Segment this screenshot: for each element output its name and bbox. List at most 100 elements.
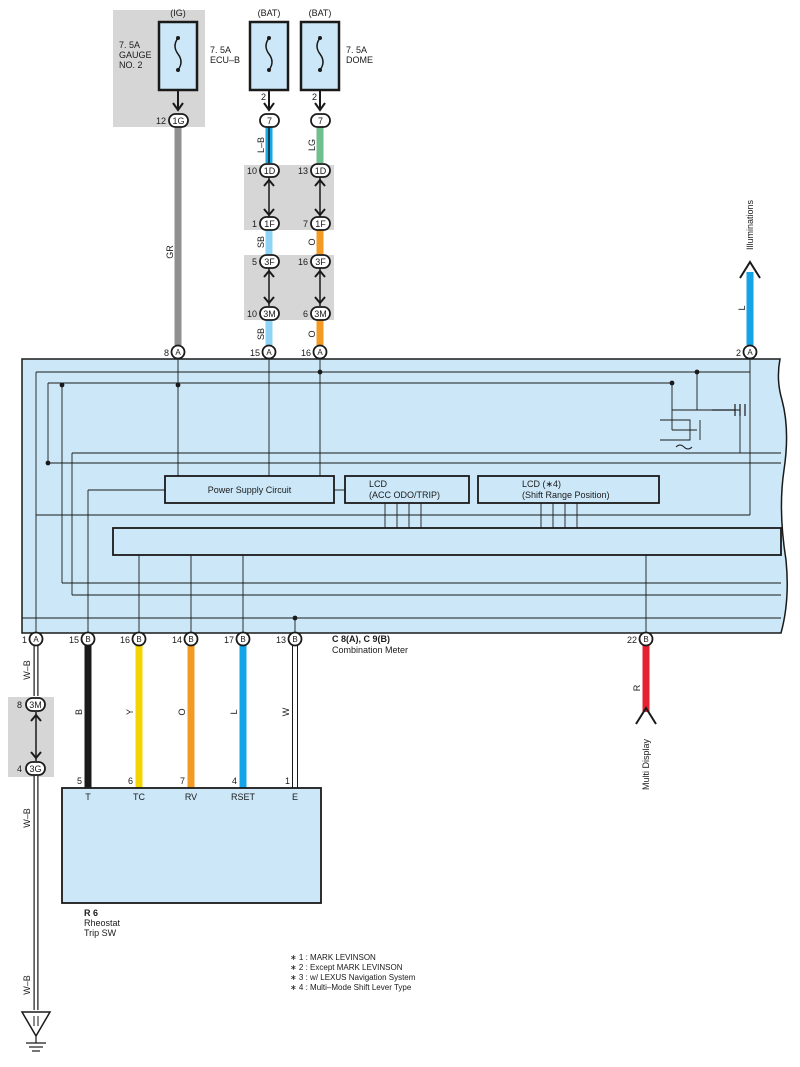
rheostat-pin-e: 1 <box>285 776 290 786</box>
connector-1g-label: 1G <box>172 116 184 126</box>
svg-text:3M: 3M <box>29 700 42 710</box>
svg-text:B: B <box>85 635 90 644</box>
note-4: ∗ 4 : Multi–Mode Shift Lever Type <box>290 983 412 992</box>
wire-label-wb-3: W–B <box>22 975 32 995</box>
multi-display-label: Multi Display <box>641 738 651 790</box>
meter-internal-wiring <box>22 359 781 633</box>
wire-label-w: W <box>281 707 291 716</box>
lcd-shift-range-label-1: LCD (∗4) <box>522 479 561 489</box>
rheostat-pin-rv: 7 <box>180 776 185 786</box>
connector-3g-low <box>25 761 46 776</box>
wire-label-o-2: O <box>307 330 317 337</box>
multi-display-arrow-icon <box>635 706 657 725</box>
meter-pin-b16-number: 16 <box>120 635 130 645</box>
svg-text:A: A <box>317 348 323 357</box>
wire-label-o-1: O <box>307 238 317 245</box>
fuse-gauge-rating: 7. 5A <box>119 40 140 50</box>
svg-text:B: B <box>188 635 193 644</box>
power-supply-circuit-label: Power Supply Circuit <box>208 485 292 495</box>
fuse-dome-source: (BAT) <box>309 8 332 18</box>
svg-text:3F: 3F <box>315 257 326 267</box>
connector-1d-left-pin: 10 <box>247 166 257 176</box>
meter-pin-b16 <box>131 631 147 647</box>
rheostat-code: R 6 <box>84 908 98 918</box>
connector-1f-left-pin: 1 <box>252 219 257 229</box>
rheostat-name-2: Trip SW <box>84 928 117 938</box>
meter-pin-b14-number: 14 <box>172 635 182 645</box>
svg-text:B: B <box>240 635 245 644</box>
connector-1f-right-pin: 7 <box>303 219 308 229</box>
connector-1d-left <box>259 163 280 178</box>
fuse-gauge-source: (IG) <box>170 8 186 18</box>
rheostat-terminal-tc: TC <box>133 792 145 802</box>
rheostat-pin-tc: 6 <box>128 776 133 786</box>
lcd-odo-trip-block <box>344 475 470 504</box>
fuse-dome-name: DOME <box>346 55 373 65</box>
meter-pin-a16 <box>312 344 328 360</box>
wire-label-lb: L–B <box>256 137 266 153</box>
rheostat-pin-t: 5 <box>77 776 82 786</box>
wire-label-b: B <box>74 709 84 715</box>
connector-3m-right <box>310 306 331 321</box>
svg-text:3M: 3M <box>314 309 327 319</box>
connector-3f-left <box>259 254 280 269</box>
meter-pin-a8-number: 8 <box>164 348 169 358</box>
wire-label-y: Y <box>125 709 135 715</box>
connector-7-ecu <box>259 113 280 128</box>
wire-label-wb-1: W–B <box>22 660 32 680</box>
connector-3m-right-pin: 6 <box>303 309 308 319</box>
wire-label-sb-1: SB <box>256 236 266 248</box>
power-supply-circuit-block <box>164 475 335 504</box>
meter-pin-b22 <box>638 631 654 647</box>
meter-pin-a1-number: 1 <box>22 635 27 645</box>
connector-3g-low-pin: 4 <box>17 764 22 774</box>
wire-label-sb-2: SB <box>256 328 266 340</box>
wire-label-l-illuminations: L <box>737 305 747 310</box>
meter-pin-a8 <box>170 344 186 360</box>
meter-name: Combination Meter <box>332 645 408 655</box>
rheostat-terminal-rset: RSET <box>231 792 256 802</box>
meter-pin-a2-number: 2 <box>736 348 741 358</box>
rheostat-terminal-t: T <box>85 792 91 802</box>
fuse-dome <box>299 20 341 92</box>
footnotes: ∗ 1 : MARK LEVINSON ∗ 2 : Except MARK LE… <box>290 953 416 992</box>
lcd-shift-range-label-2: (Shift Range Position) <box>522 490 610 500</box>
svg-text:A: A <box>747 348 753 357</box>
wire-label-gr: GR <box>165 245 175 259</box>
svg-text:3M: 3M <box>263 309 276 319</box>
connector-7-ecu-label: 7 <box>267 116 272 126</box>
rheostat-terminal-rv: RV <box>185 792 197 802</box>
svg-text:1F: 1F <box>264 219 275 229</box>
connector-1d-right <box>310 163 331 178</box>
note-3: ∗ 3 : w/ LEXUS Navigation System <box>290 973 416 982</box>
svg-text:3F: 3F <box>264 257 275 267</box>
fuse-dome-rating: 7. 5A <box>346 45 367 55</box>
meter-pin-b13 <box>287 631 303 647</box>
meter-pin-b13-number: 13 <box>276 635 286 645</box>
rheostat-name-1: Rheostat <box>84 918 121 928</box>
meter-pin-a1 <box>28 631 44 647</box>
connector-3f-right-pin: 16 <box>298 257 308 267</box>
svg-text:1D: 1D <box>264 166 276 176</box>
meter-pin-b15-number: 15 <box>69 635 79 645</box>
connector-1d-right-pin: 13 <box>298 166 308 176</box>
connector-3m-left-pin: 10 <box>247 309 257 319</box>
wire-label-l: L <box>229 709 239 714</box>
connector-3m-low-pin: 8 <box>17 700 22 710</box>
fuse-gauge <box>157 20 199 92</box>
svg-text:B: B <box>643 635 648 644</box>
note-1: ∗ 1 : MARK LEVINSON <box>290 953 376 962</box>
mosfet-icon <box>712 404 746 416</box>
illuminations-arrow-icon <box>739 260 761 279</box>
meter-bus-block <box>112 527 782 556</box>
rheostat-trip-sw-box <box>61 787 322 904</box>
svg-text:A: A <box>175 348 181 357</box>
connector-3f-left-pin: 5 <box>252 257 257 267</box>
connector-7-dome <box>310 113 331 128</box>
svg-text:B: B <box>136 635 141 644</box>
connector-1f-left <box>259 216 280 231</box>
connector-1f-right <box>310 216 331 231</box>
connector-7-ecu-pin: 2 <box>261 92 266 102</box>
svg-text:1D: 1D <box>315 166 327 176</box>
